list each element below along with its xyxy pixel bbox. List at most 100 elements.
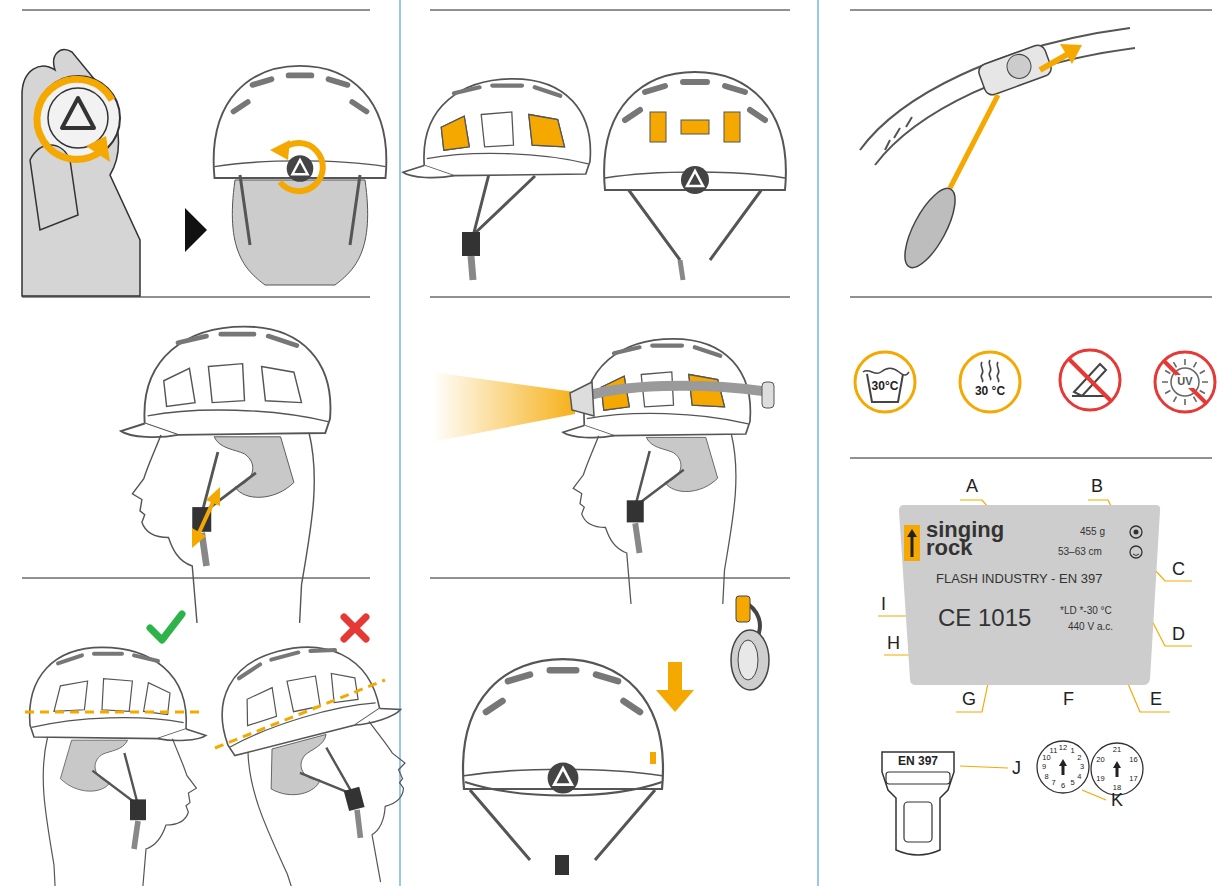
uv-mark: UV [1176, 375, 1193, 388]
dial-number: 21 [1113, 745, 1121, 755]
drawing-part [736, 596, 750, 622]
head-correct-fit [30, 647, 206, 886]
option-temperature: *LD *-30 °C [1060, 605, 1112, 617]
ear-muff [731, 596, 769, 690]
option-voltage: 440 V a.c. [1068, 621, 1113, 633]
date-dial [1091, 743, 1143, 795]
drawing-part [625, 185, 765, 260]
dial-number: 1 [1070, 746, 1074, 756]
drawing-part [1004, 51, 1035, 82]
product-label: singing rock455 g53–63 cmFLASH INDUSTRY … [898, 503, 1162, 687]
dial-arrow [1113, 761, 1121, 777]
size-range: 53–63 cm [1058, 546, 1102, 558]
head-with-headlamp [563, 339, 750, 604]
no-uv-icon: UV [1153, 350, 1217, 414]
drawing-part [471, 256, 473, 280]
weight-icon [1130, 526, 1142, 538]
attach-arrow [656, 662, 694, 712]
drawing-part [232, 180, 367, 285]
callout-letter: H [887, 633, 900, 654]
callout-letter: A [966, 476, 978, 497]
date-dial [1037, 741, 1089, 793]
lamp-strap [580, 386, 770, 398]
drawing-part [1082, 790, 1106, 800]
drawing-part [895, 182, 965, 275]
label-plate [899, 505, 1160, 685]
callout-letter: F [1063, 689, 1074, 710]
drawing-part [240, 175, 360, 245]
dial-number: 7 [1051, 778, 1055, 788]
callout-letter: K [1111, 790, 1123, 811]
drawing-part [573, 434, 736, 604]
dial-number: 12 [1059, 743, 1067, 753]
drawing-part [214, 66, 387, 182]
dial-number: 16 [1129, 755, 1137, 765]
dial-number: 11 [1050, 746, 1058, 756]
drawing-part [650, 112, 666, 142]
cross-mark [344, 617, 366, 639]
drawing-part [1060, 350, 1120, 410]
sun-rays [1162, 359, 1208, 405]
drawing-part [463, 659, 663, 793]
drawing-part [207, 625, 401, 761]
icon-ring [960, 352, 1020, 412]
dial-number: 10 [1042, 753, 1050, 763]
helmet-front-inserts [604, 72, 786, 280]
helmet-side-inserts [403, 79, 590, 280]
drawing-part [1069, 359, 1111, 401]
drawing-part [430, 297, 790, 298]
drawing-part [403, 79, 590, 178]
prohibit-slash [1164, 361, 1206, 403]
drawing-part [1150, 617, 1192, 646]
callout-letter: G [962, 689, 976, 710]
drawing-part [198, 500, 214, 535]
drawing-part [850, 10, 1212, 11]
drawing-part [731, 630, 769, 690]
drawing-part [860, 28, 1130, 150]
dial-arrow [1059, 759, 1067, 775]
hand-turning-dial [22, 50, 140, 296]
level-line [25, 711, 205, 714]
drawing-part [1060, 44, 1082, 64]
drawing-part [817, 0, 818, 886]
drawing-part [22, 50, 140, 296]
wash-tub [867, 374, 903, 402]
callout-letter: E [1150, 689, 1162, 710]
callout-letter: I [881, 594, 886, 615]
water-line [863, 368, 909, 375]
year-dial: 161718192021 [1089, 741, 1145, 797]
drawing-part [850, 458, 1212, 459]
drawing-part [1040, 54, 1068, 70]
drawing-part [48, 88, 108, 148]
size-icon-face [1133, 554, 1139, 556]
drawing-part [399, 0, 400, 886]
size-icon [1130, 546, 1142, 558]
drawing-part [22, 10, 370, 11]
dial-number: 2 [1077, 753, 1081, 763]
callout-letter: B [1091, 476, 1103, 497]
logo-arrow [907, 529, 917, 557]
drawing-part [430, 10, 790, 11]
drawing-part [680, 260, 683, 280]
callout-letter: D [1172, 624, 1185, 645]
helmet-with-slots [463, 659, 663, 875]
month-dial: 123456789101112 [1035, 739, 1091, 795]
icon-ring [1155, 352, 1215, 412]
drawing-part [206, 487, 220, 506]
drawing-part [604, 72, 786, 194]
logo-block [904, 525, 920, 561]
drawing-part [960, 766, 1008, 768]
drawing-part [270, 140, 290, 160]
drawing-part [192, 528, 206, 548]
drawing-part [430, 578, 790, 579]
heat-waves [981, 360, 999, 382]
dial-number: 5 [1070, 778, 1074, 788]
drawing-part [86, 136, 110, 162]
model-standard: FLASH INDUSTRY - EN 397 [936, 571, 1102, 586]
buckle-outline [882, 752, 954, 855]
chin-buckle: EN 397 [878, 750, 958, 862]
head-with-helmet [121, 327, 330, 623]
no-solvent-icon [1060, 350, 1120, 410]
column-dividers [400, 0, 818, 886]
drawing-part [465, 782, 662, 796]
